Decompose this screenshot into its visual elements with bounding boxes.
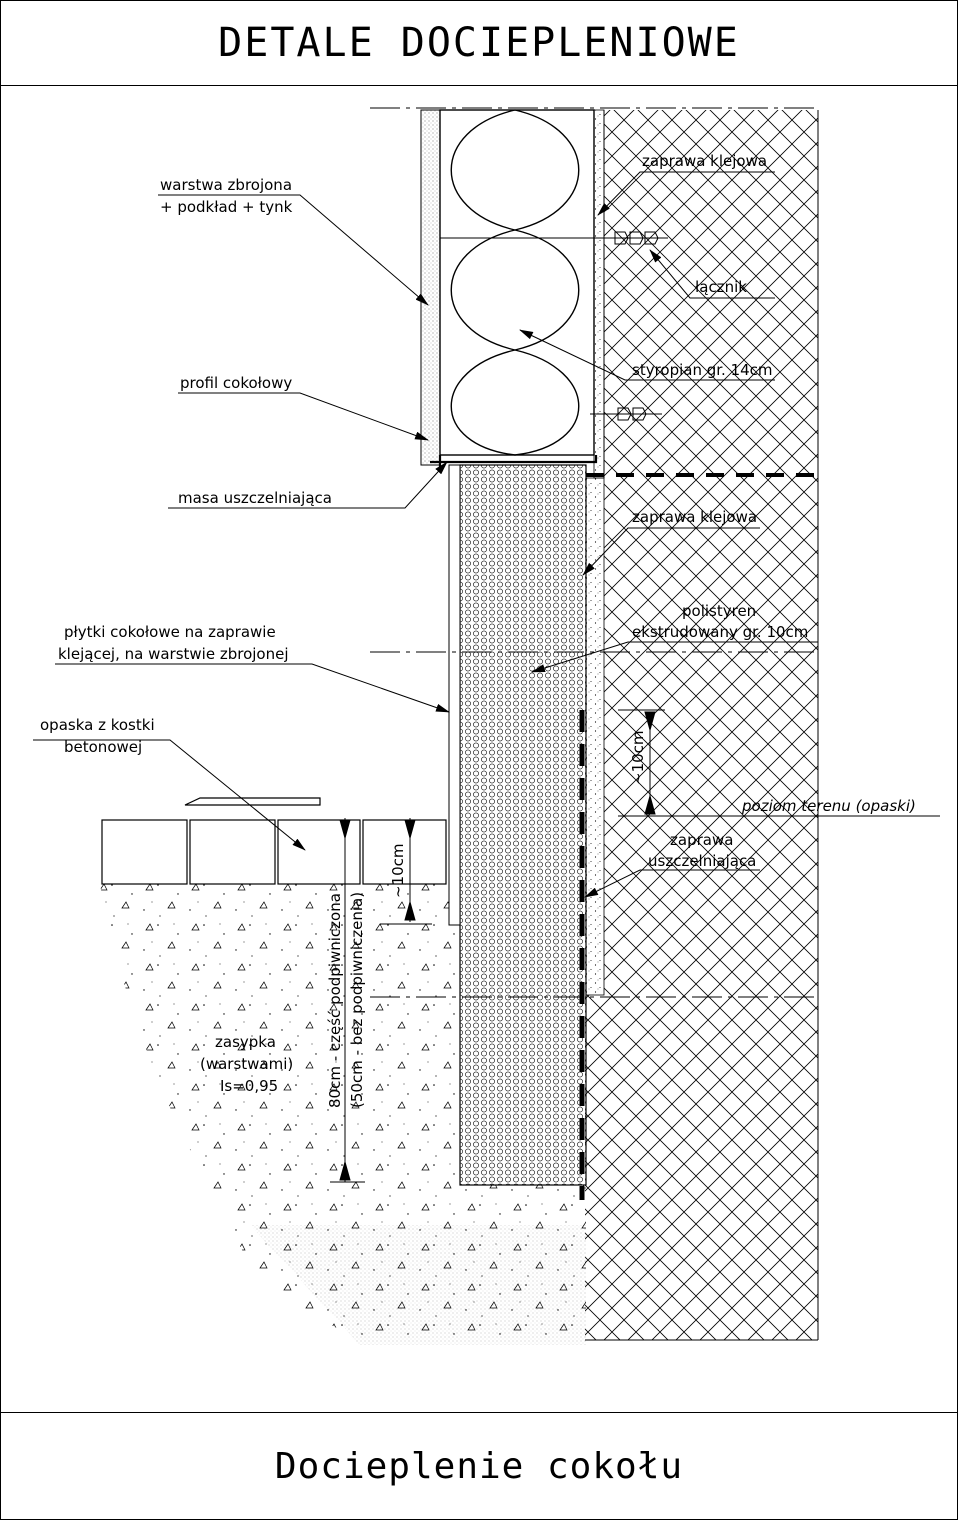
label-plytki-2: klejącej, na warstwie zbrojonej <box>58 645 289 663</box>
eps-insulation <box>439 109 595 456</box>
adhesive-layer-top <box>593 109 605 479</box>
label-zasypka-3: Is=0,95 <box>220 1077 278 1095</box>
drawing-title: DETALE DOCIEPLENIOWE <box>0 0 958 86</box>
label-dim-10-right: ~10cm <box>629 730 647 785</box>
label-opaska-1: opaska z kostki <box>40 716 155 734</box>
xps-insulation <box>459 464 587 1186</box>
dimension-lines <box>330 709 940 1183</box>
label-zaprawa-usz-1: zaprawa <box>670 831 733 849</box>
label-opaska-2: betonowej <box>64 738 142 756</box>
label-warstwa-2: + podkład + tynk <box>160 198 293 216</box>
label-zasypka-1: zasypka <box>215 1033 276 1051</box>
label-polistyren-2: ekstrudowany gr. 10cm <box>632 623 808 641</box>
soil-gradient <box>250 1225 586 1345</box>
label-zaprawa-usz-2: uszczelniająca <box>648 852 756 870</box>
label-warstwa-1: warstwa zbrojona <box>160 176 292 194</box>
label-plytki-1: płytki cokołowe na zaprawie <box>64 623 276 641</box>
plinth-tiles <box>448 464 461 926</box>
label-zaprawa-klejowa-top: zaprawa klejowa <box>642 152 767 170</box>
label-zasypka-2: (warstwami) <box>200 1055 293 1073</box>
leader-lines <box>33 171 818 898</box>
label-dim-50: (50cm - bez podpiwniczenia) <box>348 892 366 1108</box>
drawing-caption: Docieplenie cokołu <box>0 1412 958 1520</box>
label-poziom: poziom terenu (opaski) <box>741 797 916 815</box>
label-dim-80: 80cm - część podpiwniczona <box>326 893 344 1108</box>
label-dim-10-left: ~10cm <box>389 843 407 898</box>
label-masa: masa uszczelniająca <box>178 489 332 507</box>
label-styropian: styropian gr. 14cm <box>632 361 773 379</box>
drawing-frame <box>0 85 958 1413</box>
label-zaprawa-klejowa-mid: zaprawa klejowa <box>632 508 757 526</box>
label-polistyren-1: polistyren <box>682 602 756 620</box>
render-layer <box>420 109 441 466</box>
anchor-icon <box>440 231 668 421</box>
label-lacznik: łącznik <box>695 278 747 296</box>
label-profil: profil cokołowy <box>180 374 292 392</box>
wall-hatch <box>585 110 819 1341</box>
